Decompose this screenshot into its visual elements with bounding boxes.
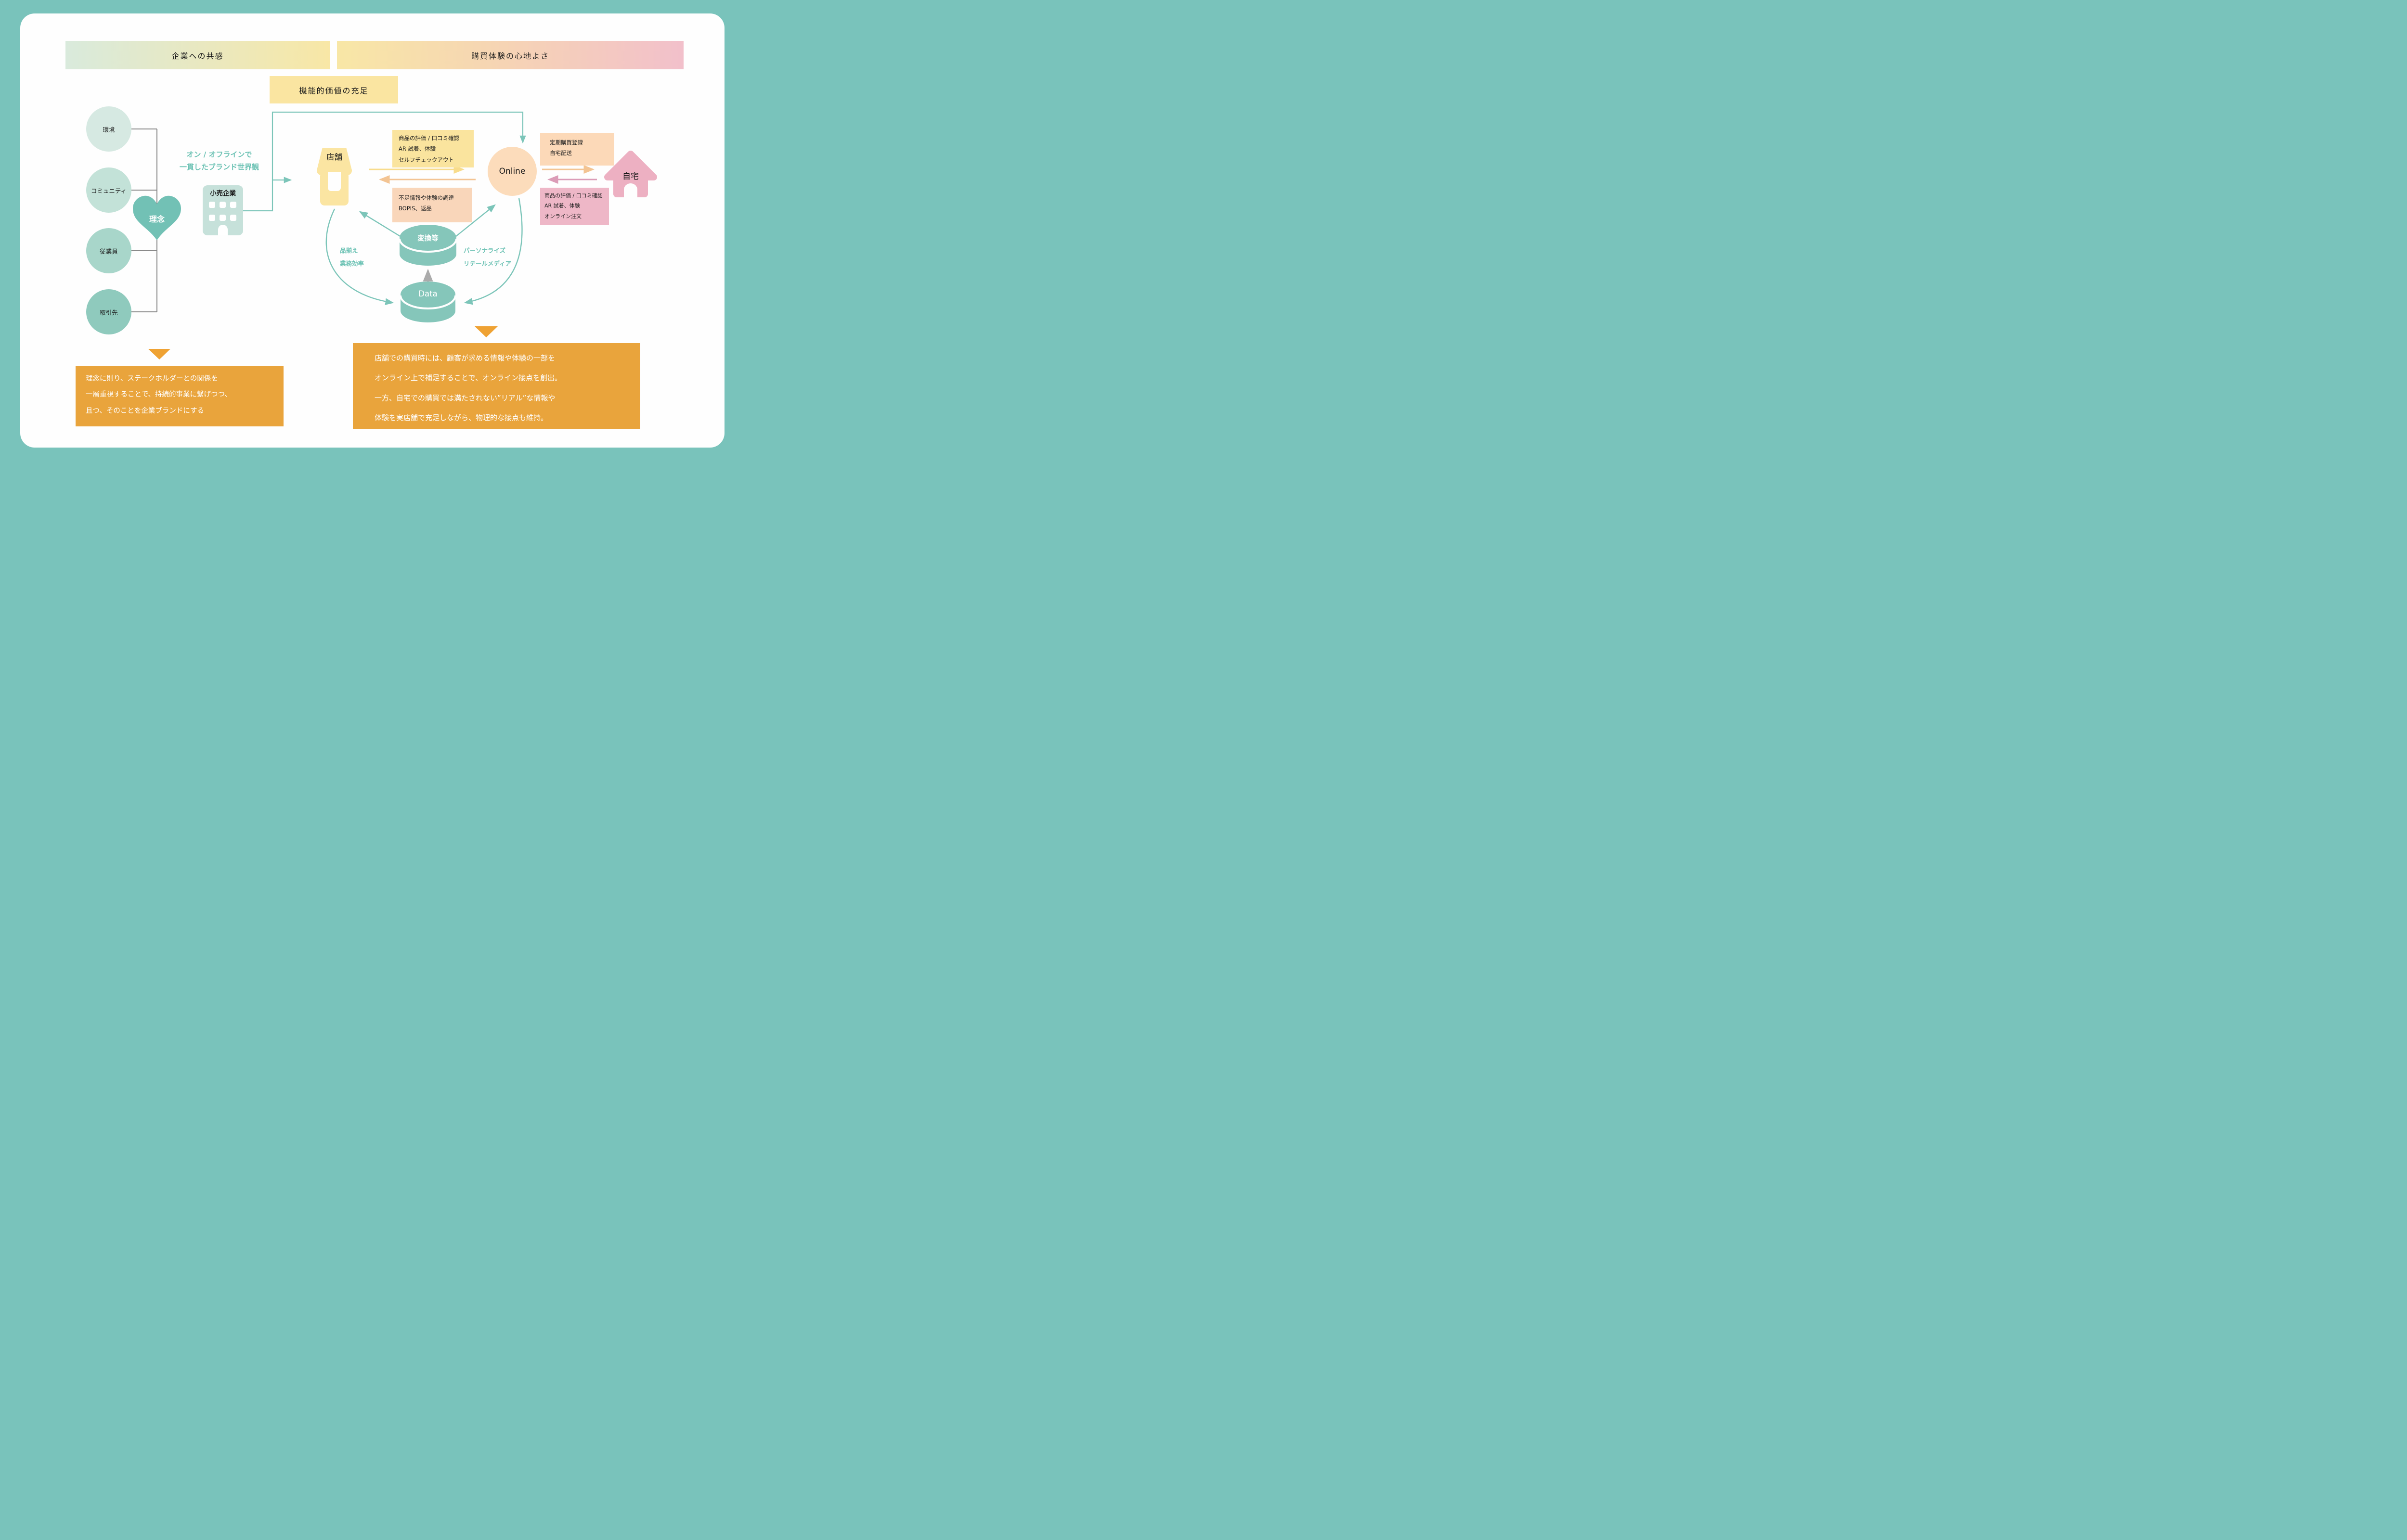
company-label: 小売企業 — [210, 190, 236, 197]
online-home-feature-box: 定期購買登録 自宅配送 — [540, 133, 614, 166]
feature-line: AR 試着、体験 — [399, 145, 436, 153]
banner-company-empathy-label: 企業への共感 — [171, 51, 224, 61]
right-metrics-label: パーソナライズ リテールメディア — [464, 244, 511, 270]
storefront-icon — [317, 148, 352, 205]
store-label: 店舗 — [326, 153, 342, 162]
callout-line: オンライン上で補足することで、オンライン接点を創出。 — [375, 373, 562, 383]
down-triangle-right — [475, 326, 498, 337]
feature-line: 商品の評価 / 口コミ確認 — [544, 192, 603, 199]
banner-functional-value-label: 機能的価値の充足 — [299, 86, 369, 95]
stakeholder-label: 環境 — [103, 126, 115, 133]
callout-line: 且つ、そのことを企業ブランドにする — [86, 407, 205, 415]
stakeholder-circle-partners: 取引先 — [86, 289, 131, 334]
banner-functional-value: 機能的価値の充足 — [270, 76, 398, 103]
heart-label: 理念 — [149, 215, 165, 224]
callout-line: 理念に則り、ステークホルダーとの関係を — [86, 375, 218, 383]
philosophy-callout-box: 理念に則り、ステークホルダーとの関係を 一層重視することで、持続的事業に繋げつつ… — [76, 366, 284, 426]
left-metrics-label: 品揃え 業務効率 — [340, 244, 364, 270]
store-online-feature-box: 商品の評価 / 口コミ確認 AR 試着、体験 セルフチェックアウト — [392, 130, 474, 167]
building-window — [230, 215, 236, 221]
banner-company-empathy: 企業への共感 — [65, 41, 330, 69]
store-doorway — [328, 172, 341, 191]
home-label: 自宅 — [622, 172, 639, 181]
building-door — [218, 225, 228, 235]
home-online-feature-box: 商品の評価 / 口コミ確認 AR 試着、体験 オンライン注文 — [540, 188, 609, 225]
diagram-canvas: 企業への共感 購買体験の心地よさ 機能的価値の充足 環境 コミュニティ 従業員 … — [0, 0, 745, 461]
stakeholder-label: コミュニティ — [91, 187, 127, 194]
data-cylinder-label: Data — [418, 289, 438, 298]
online-node: Online — [488, 147, 537, 196]
banner-purchase-comfort-label: 購買体験の心地よさ — [471, 51, 549, 61]
office-building-icon: 小売企業 — [203, 185, 243, 235]
banner-purchase-comfort: 購買体験の心地よさ — [337, 41, 684, 69]
online-store-feature-box: 不足情報や体験の調達 BOPIS、返品 — [392, 188, 472, 222]
building-window — [209, 202, 215, 208]
feature-line: 不足情報や体験の調達 — [399, 194, 454, 201]
heart-icon — [133, 195, 181, 241]
brand-consistency-note: オン / オフラインで 一貫したブランド世界観 — [168, 148, 271, 174]
building-window — [220, 215, 226, 221]
callout-line: 一方、自宅での購買では満たされない”リアル”な情報や — [375, 393, 556, 402]
stakeholder-circle-environment: 環境 — [86, 106, 131, 152]
building-window — [209, 215, 215, 221]
connector-lines-layer — [131, 111, 597, 322]
feature-line: 商品の評価 / 口コミ確認 — [399, 135, 460, 141]
feature-line: BOPIS、返品 — [399, 205, 432, 212]
house-icon — [604, 151, 657, 197]
data-loop-arrows — [325, 198, 523, 305]
transform-cylinder-label: 変換等 — [417, 235, 439, 243]
metric-line: リテールメディア — [464, 259, 512, 267]
stakeholder-label: 従業員 — [100, 247, 118, 255]
online-label: Online — [499, 167, 526, 176]
feature-line: オンライン注文 — [544, 213, 582, 219]
omnichannel-callout-box: 店舗での購買時には、顧客が求める情報や体験の一部を オンライン上で補足することで… — [353, 343, 640, 429]
building-window — [220, 202, 226, 208]
stakeholder-circle-employees: 従業員 — [86, 228, 131, 273]
callout-line: 一層重視することで、持続的事業に繋げつつ、 — [86, 391, 232, 399]
transform-cylinder — [399, 225, 457, 266]
callout-line: 店舗での購買時には、顧客が求める情報や体験の一部を — [375, 354, 556, 362]
feature-line: 定期購買登録 — [550, 139, 583, 146]
metric-line: パーソナライズ — [464, 247, 506, 254]
brand-note-line2: 一貫したブランド世界観 — [179, 163, 259, 172]
stakeholder-circle-community: コミュニティ — [86, 167, 131, 213]
metric-line: 品揃え — [340, 247, 358, 254]
building-window — [230, 202, 236, 208]
down-triangle-left — [148, 349, 170, 359]
data-cylinder — [400, 282, 456, 322]
feature-line: セルフチェックアウト — [399, 156, 454, 163]
brand-flow-lines — [243, 111, 526, 212]
stakeholder-label: 取引先 — [100, 308, 118, 316]
brand-note-line1: オン / オフラインで — [186, 150, 252, 159]
feature-line: 自宅配送 — [550, 150, 572, 157]
callout-line: 体験を実店舗で充足しながら、物理的な接点も維持。 — [375, 413, 548, 422]
metric-line: 業務効率 — [340, 259, 364, 267]
feature-line: AR 試着、体験 — [544, 203, 580, 209]
